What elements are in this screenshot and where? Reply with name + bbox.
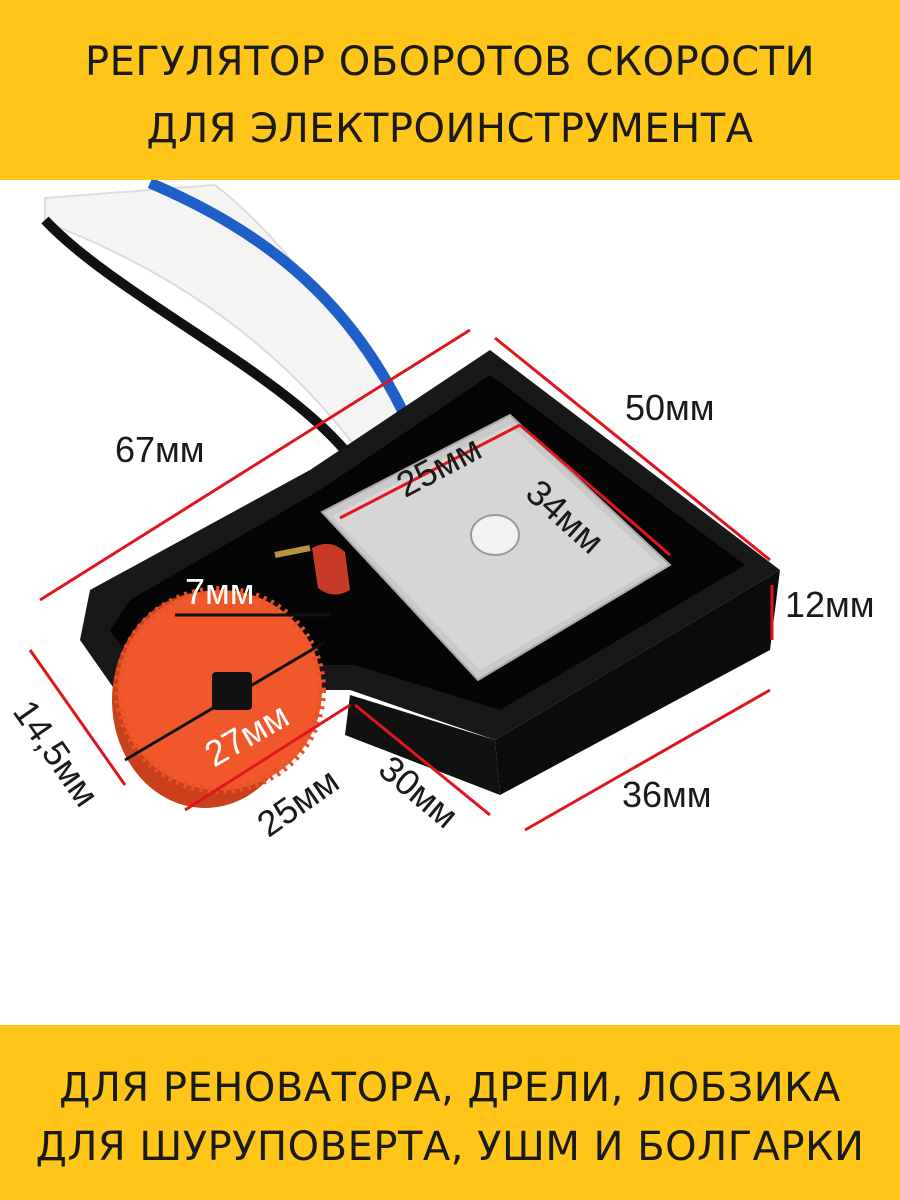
black-wire — [41, 216, 365, 473]
knob-shaft — [212, 672, 252, 710]
title-line-2: ДЛЯ ЭЛЕКТРОИНСТРУМЕНТА — [146, 106, 754, 152]
top-banner: РЕГУЛЯТОР ОБОРОТОВ СКОРОСТИ ДЛЯ ЭЛЕКТРОИ… — [0, 0, 900, 180]
resistor — [312, 543, 350, 595]
housing-side-front — [345, 695, 500, 795]
dim-50mm: 50мм — [625, 387, 715, 428]
product-photo — [28, 180, 780, 832]
dim-67mm: 67мм — [115, 429, 205, 470]
rivet — [470, 514, 520, 556]
usage-line-1: ДЛЯ РЕНОВАТОРА, ДРЕЛИ, ЛОБЗИКА — [59, 1065, 841, 1111]
housing-side — [495, 570, 780, 795]
title-line-1: РЕГУЛЯТОР ОБОРОТОВ СКОРОСТИ — [84, 39, 816, 85]
dim-12mm: 12мм — [785, 584, 875, 625]
measure-lines — [28, 328, 774, 832]
dim-36mm-base: 36мм — [622, 774, 712, 815]
dim-7mm-knob: 7мм — [185, 571, 255, 612]
diode-lead — [274, 545, 311, 558]
blue-wire — [147, 180, 426, 453]
usage-line-2: ДЛЯ ШУРУПОВЕРТА, УШМ И БОЛГАРКИ — [35, 1124, 865, 1170]
bottom-banner: ДЛЯ РЕНОВАТОРА, ДРЕЛИ, ЛОБЗИКА ДЛЯ ШУРУП… — [0, 1025, 900, 1200]
